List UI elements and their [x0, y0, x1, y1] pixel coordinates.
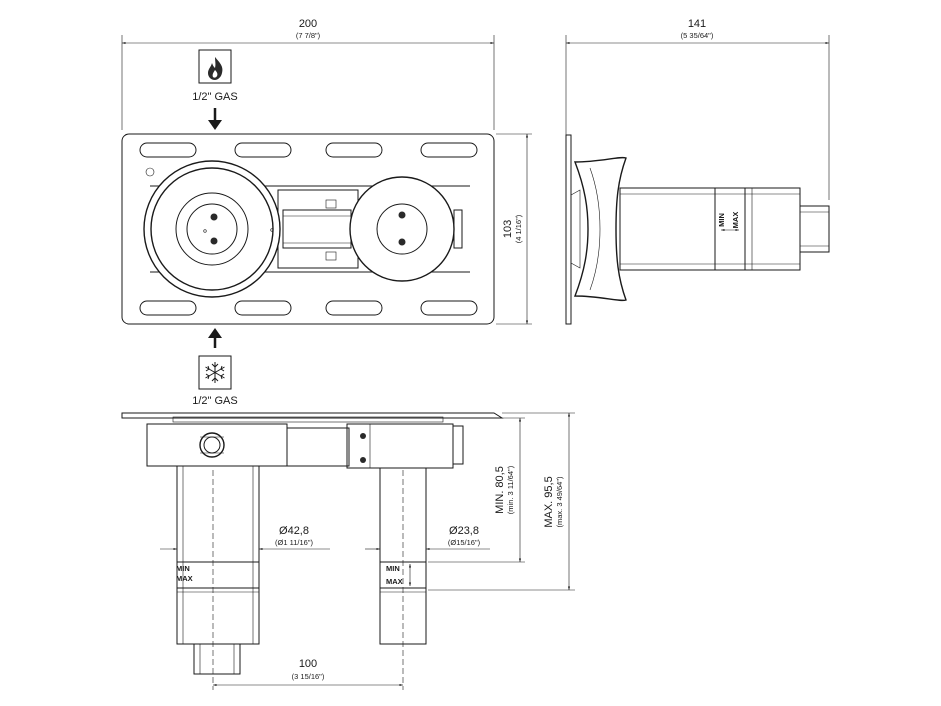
dimension-diam-large: Ø42,8 (Ø1 11/16") — [160, 525, 330, 551]
small-valve — [349, 176, 455, 282]
min-max-marking-side: MIN MAX — [717, 212, 740, 232]
dimension-width-top: 200 (7 7/8") — [121, 18, 495, 130]
dim-diam-large-sub: (Ø1 11/16") — [275, 538, 313, 547]
dim-103-sub: (4 1/16") — [514, 214, 523, 243]
large-valve — [143, 160, 281, 298]
snowflake-icon — [205, 362, 225, 383]
hot-inlet-label: 1/2" GAS — [192, 91, 237, 103]
dimension-spacing: 100 (3 15/16") — [213, 658, 403, 687]
dimension-height-front: 103 (4 1/16") — [496, 133, 532, 325]
dim-max-sub: (max. 3 49/64") — [555, 476, 564, 528]
side-min-label: MIN — [717, 213, 726, 227]
dim-max-label: MAX. 95,5 — [543, 476, 555, 527]
large-max-label: MAX — [176, 574, 193, 583]
dim-200-sub: (7 7/8") — [296, 31, 321, 40]
small-min-label: MIN — [386, 564, 400, 573]
dimension-width-side: 141 (5 35/64") — [565, 18, 830, 200]
flame-icon — [208, 57, 223, 80]
dimension-min-depth: MIN. 80,5 (min. 3 11/64") — [428, 417, 525, 563]
dim-diam-small-label: Ø23,8 — [449, 525, 479, 537]
large-min-label: MIN — [176, 564, 190, 573]
side-view: 141 (5 35/64") MIN MAX — [565, 18, 830, 325]
dim-103-label: 103 — [502, 220, 514, 238]
top-view: MIN MAX MIN MAX Ø42,8 (Ø1 11/16") Ø23,8 … — [121, 412, 575, 690]
dim-100-sub: (3 15/16") — [292, 672, 325, 681]
dim-100-label: 100 — [299, 658, 317, 670]
dim-diam-small-sub: (Ø15/16") — [448, 538, 481, 547]
cold-inlet-label: 1/2" GAS — [192, 395, 237, 407]
side-max-label: MAX — [731, 212, 740, 229]
hot-inlet: 1/2" GAS — [192, 49, 238, 130]
mounting-plate — [121, 133, 495, 325]
dim-200-label: 200 — [299, 18, 317, 30]
dim-diam-large-label: Ø42,8 — [279, 525, 309, 537]
dim-141-sub: (5 35/64") — [681, 31, 714, 40]
small-max-label: MAX — [386, 577, 403, 586]
dim-141-label: 141 — [688, 18, 706, 30]
dim-min-sub: (min. 3 11/64") — [506, 465, 515, 514]
dim-min-label: MIN. 80,5 — [494, 466, 506, 514]
cold-inlet: 1/2" GAS — [192, 328, 238, 407]
dimension-max-depth: MAX. 95,5 (max. 3 49/64") — [428, 412, 575, 591]
front-view: 200 (7 7/8") 1/2" GAS — [121, 18, 532, 407]
dimension-diam-small: Ø23,8 (Ø15/16") — [365, 525, 490, 551]
